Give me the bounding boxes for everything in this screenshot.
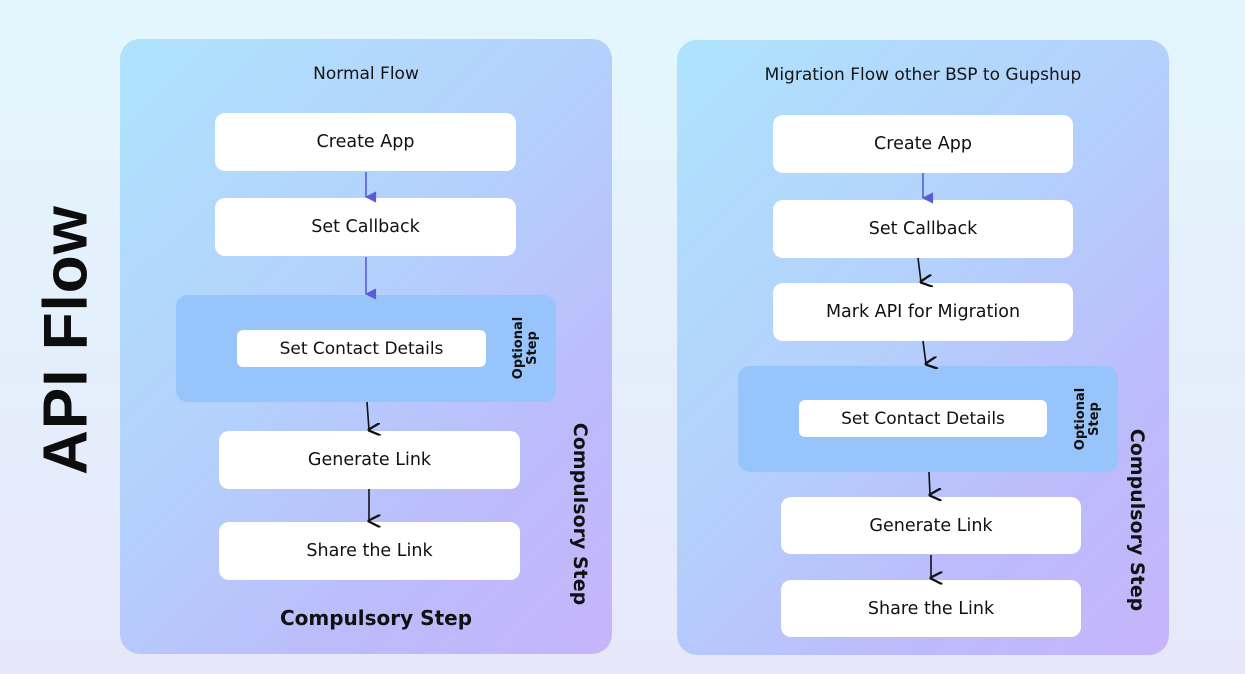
- step-set-callback: Set Callback: [215, 198, 516, 256]
- optional-step-label: Optional Step: [511, 316, 540, 380]
- page-title-text: API Flow: [31, 205, 101, 475]
- optional-step-group: Set Contact Details Optional Step: [176, 295, 556, 402]
- step-mark-api-for-migration: Mark API for Migration: [773, 283, 1073, 341]
- step-set-contact-details: Set Contact Details: [799, 400, 1047, 437]
- step-generate-link: Generate Link: [219, 431, 520, 489]
- page-title: API Flow: [6, 205, 126, 475]
- compulsory-step-vertical-label: Compulsory Step: [569, 422, 591, 606]
- step-share-link: Share the Link: [219, 522, 520, 580]
- normal-flow-panel: Normal Flow Create App Set Callback Set …: [120, 39, 612, 654]
- optional-step-label: Optional Step: [1073, 387, 1102, 451]
- step-create-app: Create App: [215, 113, 516, 171]
- step-generate-link: Generate Link: [781, 497, 1081, 554]
- migration-flow-title: Migration Flow other BSP to Gupshup: [764, 65, 1082, 85]
- compulsory-step-vertical-label: Compulsory Step: [1126, 428, 1148, 612]
- optional-step-group: Set Contact Details Optional Step: [738, 366, 1118, 472]
- compulsory-step-bottom-label: Compulsory Step: [279, 606, 473, 630]
- step-set-callback: Set Callback: [773, 200, 1073, 258]
- normal-flow-title: Normal Flow: [313, 64, 419, 84]
- step-share-link: Share the Link: [781, 580, 1081, 637]
- step-set-contact-details: Set Contact Details: [237, 330, 486, 367]
- step-create-app: Create App: [773, 115, 1073, 173]
- migration-flow-panel: Migration Flow other BSP to Gupshup Crea…: [677, 40, 1169, 655]
